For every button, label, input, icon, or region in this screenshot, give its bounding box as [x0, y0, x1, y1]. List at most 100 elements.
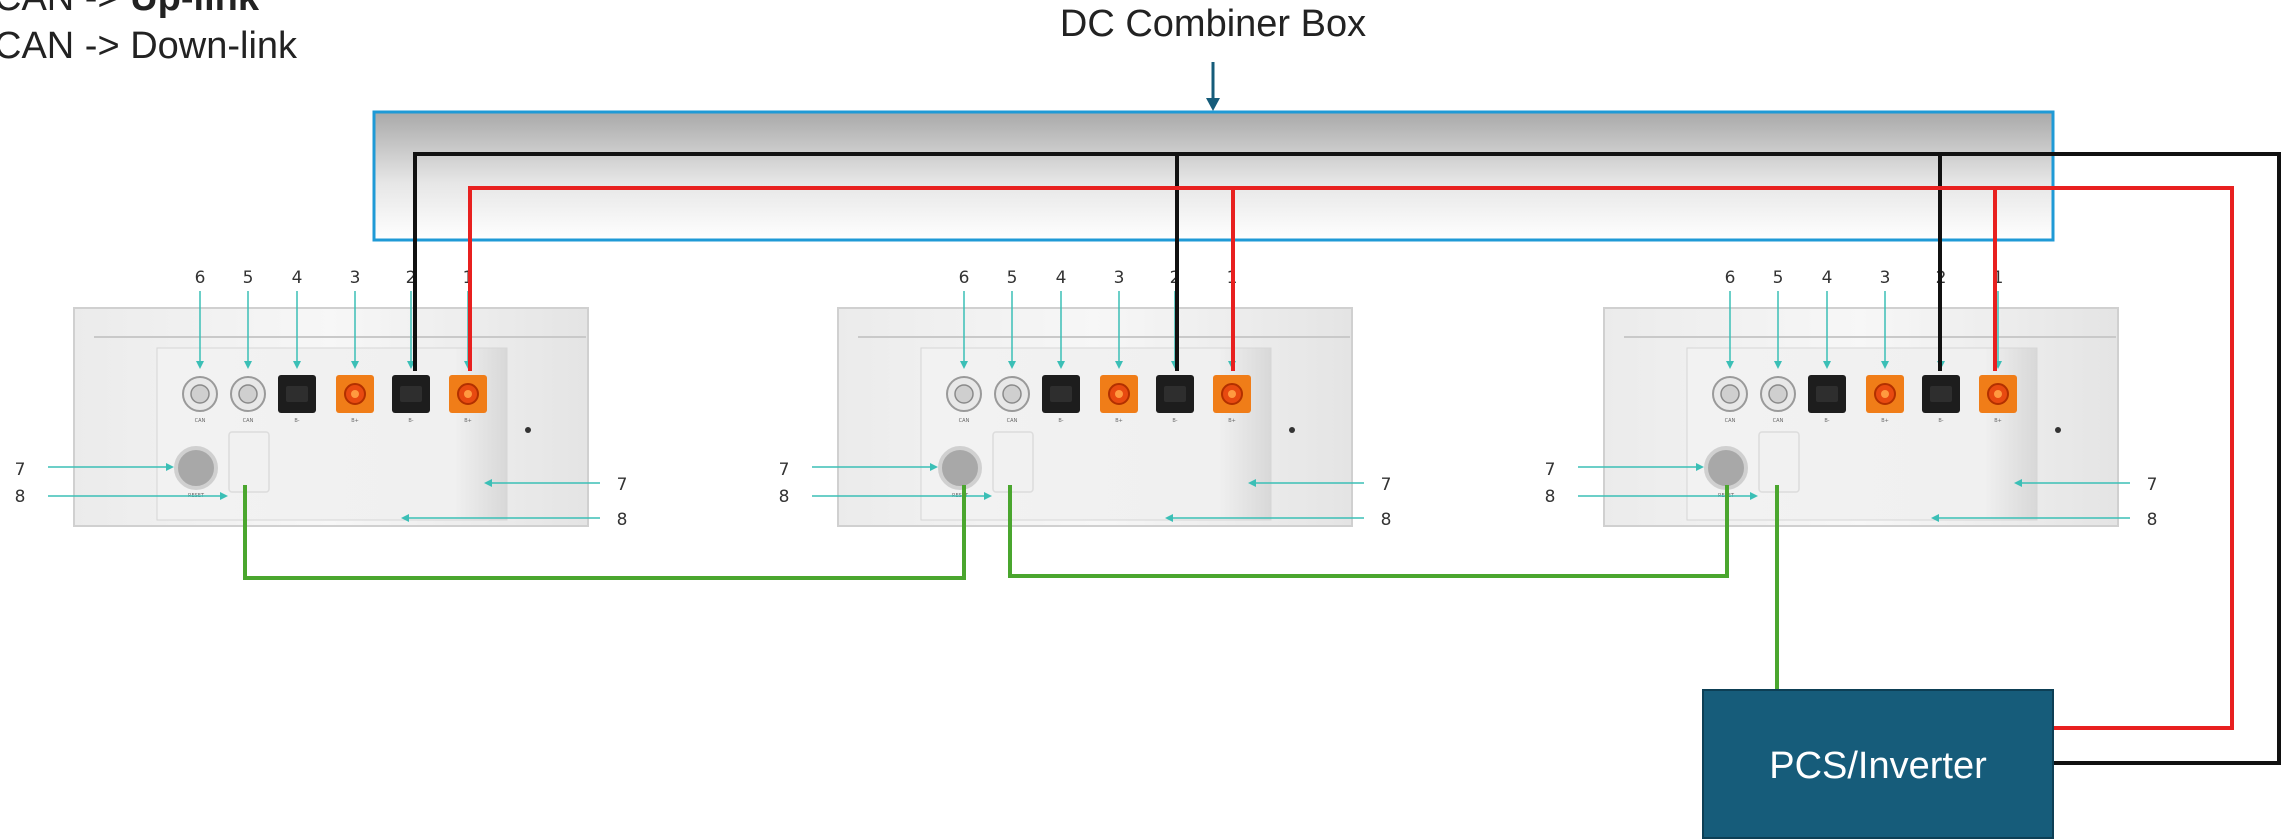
- terminal-pin-icon: [464, 390, 472, 398]
- legend-uplink: CAN -> Up-link: [0, 0, 260, 19]
- port-small-label: B-: [1058, 418, 1063, 424]
- can-port-inner-icon: [238, 384, 258, 404]
- pointer-arrow-icon: [220, 492, 228, 500]
- pointer-arrow-icon: [401, 514, 409, 522]
- port-small-label: CAN: [243, 418, 254, 424]
- screw-dot: [1289, 427, 1295, 433]
- down-arrow-icon: [1206, 62, 1220, 111]
- port-number-label: 1: [1993, 268, 2004, 288]
- pointer-arrow-icon: [1931, 514, 1939, 522]
- callout-8-right: 8: [2147, 510, 2158, 530]
- pointer-arrow-icon: [196, 361, 204, 369]
- port-number-label: 5: [1007, 268, 1018, 288]
- terminal-pin-icon: [1994, 390, 2002, 398]
- port-small-label: B+: [1115, 418, 1123, 424]
- pointer-arrow-icon: [1774, 361, 1782, 369]
- service-cap-icon: [228, 431, 270, 493]
- port-small-label: B+: [351, 418, 359, 424]
- pointer-arrow-icon: [1165, 514, 1173, 522]
- pointer-arrow-icon: [960, 361, 968, 369]
- can-link-wire-2: [1008, 485, 1729, 578]
- connector-panel: [920, 347, 1272, 521]
- pointer-arrow-icon: [1248, 479, 1256, 487]
- pointer-arrow-icon: [1008, 361, 1016, 369]
- pointer-arrow-icon: [1115, 361, 1123, 369]
- port-small-label: B+: [1228, 418, 1236, 424]
- port-number-label: 6: [1725, 268, 1736, 288]
- port-number-label: 3: [350, 268, 361, 288]
- callout-8-left: 8: [779, 487, 790, 507]
- combiner-box-title: DC Combiner Box: [1060, 3, 1366, 45]
- can-port-inner-icon: [954, 384, 974, 404]
- callout-7-left: 7: [15, 460, 26, 480]
- pointer-arrow-icon: [1750, 492, 1758, 500]
- callout-7-left: 7: [779, 460, 790, 480]
- terminal-pin-icon: [1228, 390, 1236, 398]
- pointer-arrow-icon: [351, 361, 359, 369]
- port-small-label: B+: [1994, 418, 2002, 424]
- negative-bus-wire: [413, 152, 2281, 765]
- port-small-label: B-: [1824, 418, 1829, 424]
- terminal-core-icon: [286, 386, 308, 402]
- pointer-arrow-icon: [1823, 361, 1831, 369]
- callout-7-right: 7: [2147, 475, 2158, 495]
- reset-button-icon: [1704, 446, 1748, 490]
- callout-8-right: 8: [1381, 510, 1392, 530]
- port-small-label: CAN: [1007, 418, 1018, 424]
- pointer-arrow-icon: [1726, 361, 1734, 369]
- port-number-label: 6: [195, 268, 206, 288]
- service-cap-icon: [992, 431, 1034, 493]
- can-link-wire-1: [243, 485, 966, 580]
- terminal-core-icon: [1930, 386, 1952, 402]
- terminal-core-icon: [1816, 386, 1838, 402]
- legend-uplink-bold: Up-link: [130, 0, 260, 19]
- pointer-arrow-icon: [984, 492, 992, 500]
- callout-7-right: 7: [617, 475, 628, 495]
- port-number-label: 3: [1114, 268, 1125, 288]
- can-port-inner-icon: [1002, 384, 1022, 404]
- callout-7-left: 7: [1545, 460, 1556, 480]
- callout-8-right: 8: [617, 510, 628, 530]
- terminal-core-icon: [1164, 386, 1186, 402]
- pointer-arrow-icon: [244, 361, 252, 369]
- pointer-arrow-icon: [484, 479, 492, 487]
- port-number-label: 6: [959, 268, 970, 288]
- callout-8-left: 8: [15, 487, 26, 507]
- screw-dot: [525, 427, 531, 433]
- pointer-arrow-icon: [2014, 479, 2022, 487]
- can-port-inner-icon: [1720, 384, 1740, 404]
- port-small-label: B+: [1881, 418, 1889, 424]
- port-small-label: B-: [1172, 418, 1177, 424]
- port-small-label: CAN: [195, 418, 206, 424]
- positive-bus-wire: [468, 186, 2234, 730]
- port-small-label: B-: [294, 418, 299, 424]
- port-small-label: CAN: [1773, 418, 1784, 424]
- terminal-pin-icon: [351, 390, 359, 398]
- port-small-label: B+: [464, 418, 472, 424]
- port-number-label: 4: [1822, 268, 1833, 288]
- legend-downlink: CAN -> Down-link: [0, 25, 298, 67]
- service-cap-icon: [1758, 431, 1800, 493]
- pcs-inverter-box: [1702, 689, 2054, 839]
- pointer-arrow-icon: [930, 463, 938, 471]
- connector-panel: [156, 347, 508, 521]
- pcs-inverter-label: PCS/Inverter: [1769, 745, 1987, 787]
- legend-uplink-prefix: CAN ->: [0, 0, 130, 19]
- callout-7-right: 7: [1381, 475, 1392, 495]
- reset-button-icon: [938, 446, 982, 490]
- pointer-arrow-icon: [166, 463, 174, 471]
- connector-panel: [1686, 347, 2038, 521]
- port-small-label: CAN: [1725, 418, 1736, 424]
- pointer-arrow-icon: [1696, 463, 1704, 471]
- callout-8-left: 8: [1545, 487, 1556, 507]
- port-number-label: 4: [292, 268, 303, 288]
- can-port-inner-icon: [190, 384, 210, 404]
- pointer-arrow-icon: [1057, 361, 1065, 369]
- can-port-inner-icon: [1768, 384, 1788, 404]
- port-number-label: 5: [1773, 268, 1784, 288]
- port-small-label: B-: [408, 418, 413, 424]
- dc-combiner-box: [372, 110, 2055, 242]
- port-number-label: 5: [243, 268, 254, 288]
